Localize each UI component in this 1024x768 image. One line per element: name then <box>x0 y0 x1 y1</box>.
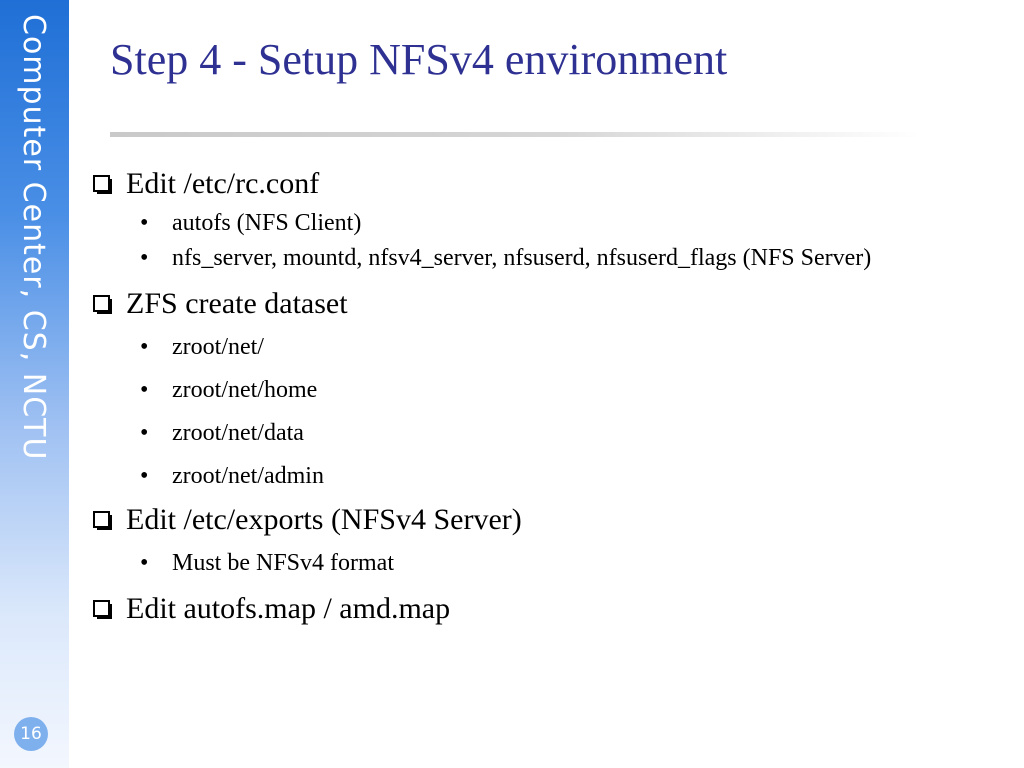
list-item: • zroot/net/home <box>90 369 1010 412</box>
slide-title: Step 4 - Setup NFSv4 environment <box>110 35 728 84</box>
sidebar-org-text: Computer Center, CS, NCTU <box>16 14 51 461</box>
checkbox-icon <box>93 175 112 194</box>
section-heading: Edit /etc/rc.conf <box>90 162 1010 206</box>
list-item: • Must be NFSv4 format <box>90 542 1010 585</box>
list-item: • zroot/net/admin <box>90 455 1010 498</box>
section-heading-text: ZFS create dataset <box>126 287 348 320</box>
list-item-text: zroot/net/admin <box>172 463 324 489</box>
page-number-badge: 16 <box>14 717 48 751</box>
list-item: • autofs (NFS Client) <box>90 206 1010 241</box>
bullet-icon: • <box>140 550 149 576</box>
section-heading: Edit /etc/exports (NFSv4 Server) <box>90 498 1010 542</box>
checkbox-icon <box>93 511 112 530</box>
section-heading: ZFS create dataset <box>90 282 1010 326</box>
checkbox-icon <box>93 600 112 619</box>
title-divider <box>110 132 920 137</box>
list-item: • zroot/net/data <box>90 412 1010 455</box>
bullet-icon: • <box>140 377 149 403</box>
list-item-text: nfs_server, mountd, nfsv4_server, nfsuse… <box>172 245 872 271</box>
section-heading: Edit autofs.map / amd.map <box>90 587 1010 631</box>
list-item-text: autofs (NFS Client) <box>172 210 362 236</box>
list-item-text: Must be NFSv4 format <box>172 550 394 576</box>
list-item: • nfs_server, mountd, nfsv4_server, nfsu… <box>90 241 1010 276</box>
bullet-icon: • <box>140 334 149 360</box>
section-heading-text: Edit autofs.map / amd.map <box>126 592 451 625</box>
section-heading-text: Edit /etc/exports (NFSv4 Server) <box>126 503 522 536</box>
list-item-text: zroot/net/home <box>172 377 318 403</box>
section-heading-text: Edit /etc/rc.conf <box>126 167 320 200</box>
bullet-icon: • <box>140 245 149 271</box>
bullet-icon: • <box>140 463 149 489</box>
list-item-text: zroot/net/data <box>172 420 304 446</box>
checkbox-icon <box>93 295 112 314</box>
sidebar: Computer Center, CS, NCTU 16 <box>0 0 69 768</box>
list-item: • zroot/net/ <box>90 326 1010 369</box>
content-area: Edit /etc/rc.conf • autofs (NFS Client) … <box>90 162 1010 631</box>
list-item-text: zroot/net/ <box>172 334 264 360</box>
bullet-icon: • <box>140 210 149 236</box>
bullet-icon: • <box>140 420 149 446</box>
